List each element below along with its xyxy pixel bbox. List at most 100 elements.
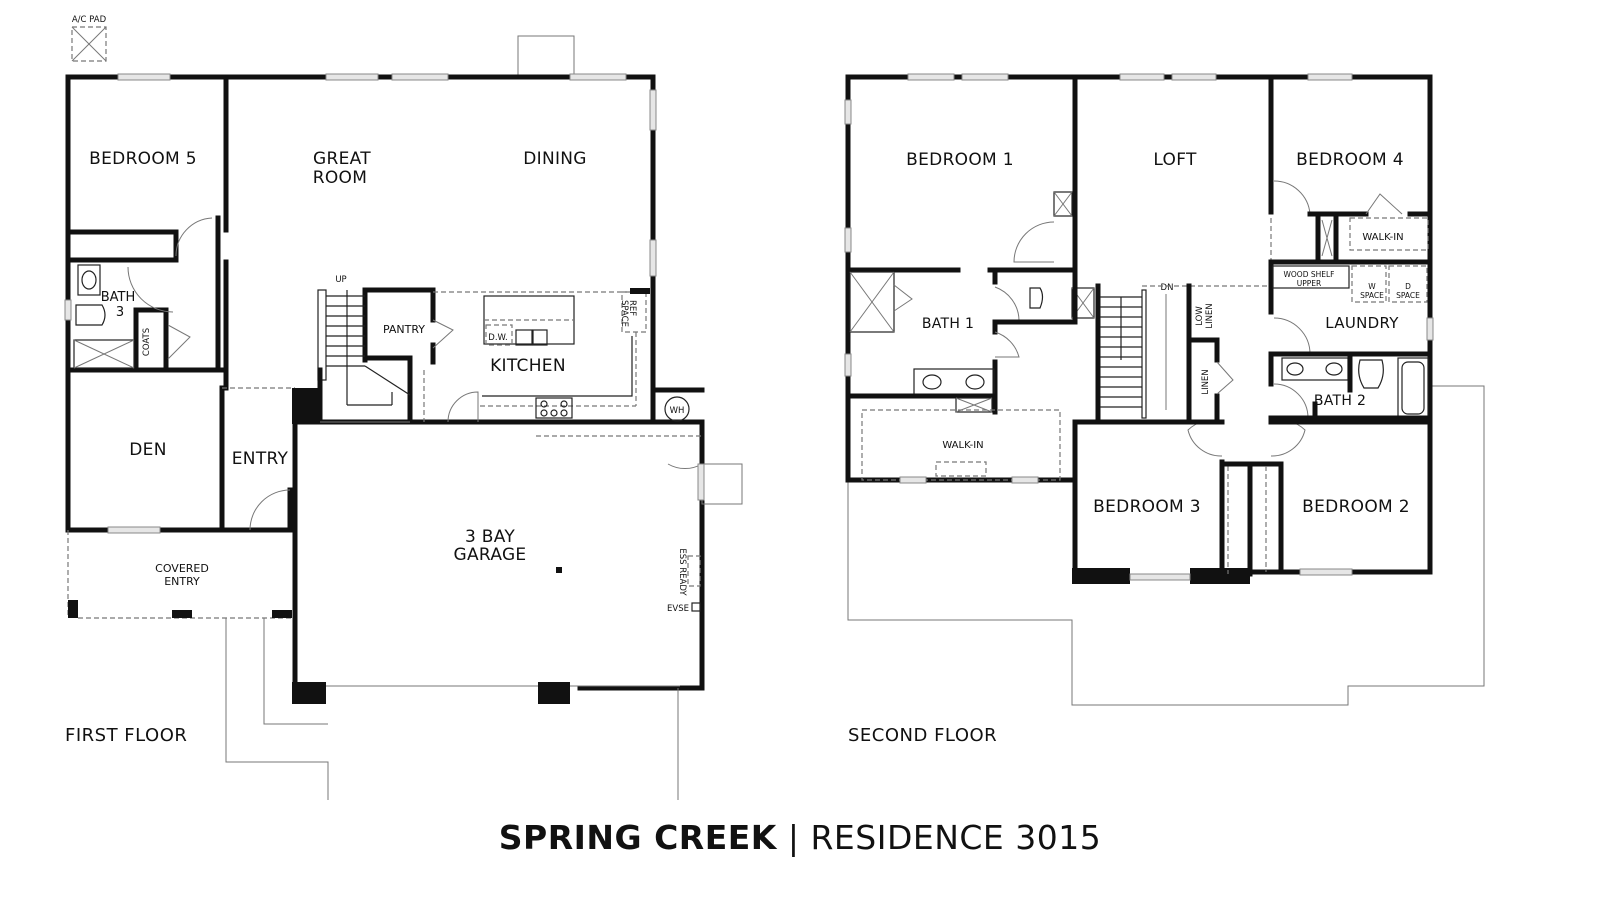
covered-entry-label-line1: COVERED	[155, 562, 209, 575]
bedroom-1-label: BEDROOM 1	[906, 150, 1014, 170]
first-floor-plan: A/C PAD COATS	[64, 15, 743, 800]
water-heater-icon	[664, 396, 690, 422]
ref-space-label-line1: REF	[627, 300, 637, 316]
d-space-label-line1: D	[1405, 282, 1411, 291]
ref-space-label-line2: SPACE	[619, 300, 629, 327]
window	[1129, 573, 1191, 581]
bath-3-label-line2: 3	[116, 305, 124, 320]
w-space-label-line2: SPACE	[1360, 291, 1384, 300]
ess-ready-label: ESS READY	[677, 548, 687, 596]
garage-label-line1: 3 BAY	[465, 527, 515, 547]
residence-name: RESIDENCE 3015	[810, 818, 1102, 857]
low-linen-label-line1: LOW	[1195, 306, 1205, 326]
window	[1171, 73, 1217, 81]
kitchen-label: KITCHEN	[490, 356, 566, 376]
window	[391, 73, 449, 81]
bedroom-4-label: BEDROOM 4	[1296, 150, 1404, 170]
toilet-icon	[75, 304, 106, 326]
evse-icon	[691, 602, 701, 612]
sink-icon	[515, 329, 533, 346]
den-label: DEN	[129, 440, 166, 460]
water-heater-label: WH	[670, 406, 685, 416]
window	[961, 73, 1009, 81]
window	[1119, 73, 1165, 81]
bath-3-label-line1: BATH	[101, 290, 136, 305]
door-swing	[127, 266, 174, 313]
w-space-label-line1: W	[1368, 282, 1376, 291]
title-separator: |	[787, 818, 800, 857]
dryer-space	[1388, 265, 1428, 303]
window	[117, 73, 171, 81]
bath-1-label: BATH 1	[922, 316, 974, 332]
ac-pad-label: A/C PAD	[72, 15, 107, 25]
laundry-label: LAUNDRY	[1325, 314, 1399, 332]
window	[325, 73, 379, 81]
stairs-up-label: UP	[335, 275, 346, 285]
pantry-label: PANTRY	[383, 323, 425, 336]
window	[844, 99, 852, 125]
shower-icon	[73, 339, 135, 369]
column-marker	[556, 567, 562, 573]
dishwasher	[485, 324, 513, 346]
window	[1307, 73, 1353, 81]
plan-title: SPRING CREEK | RESIDENCE 3015	[0, 818, 1600, 857]
window	[1299, 568, 1353, 576]
first-floor-label: FIRST FLOOR	[65, 725, 187, 746]
stairs-up	[326, 290, 411, 406]
second-floor-plan: DN LOW LINEN LINEN	[844, 73, 1485, 746]
stairs-down-label: DN	[1161, 283, 1174, 293]
bedroom-4-door	[1273, 180, 1311, 215]
loft-label: LOFT	[1153, 150, 1197, 170]
ac-pad-icon	[71, 26, 107, 62]
washer-space	[1351, 265, 1387, 303]
evse-label: EVSE	[667, 604, 689, 614]
wood-shelf-label-line1: WOOD SHELF	[1283, 270, 1334, 279]
window	[907, 73, 955, 81]
pantry-door	[432, 319, 454, 349]
great-room-label-line2: ROOM	[313, 168, 367, 188]
bedroom-4-walk-in-label: WALK-IN	[1362, 232, 1403, 243]
covered-entry-label-line2: ENTRY	[164, 575, 200, 588]
wood-shelf-label-line2: UPPER	[1297, 279, 1322, 288]
kitchen-garage-door	[447, 391, 479, 423]
window	[649, 89, 657, 131]
great-room-label-line1: GREAT	[313, 149, 371, 169]
garage-side-door	[667, 463, 703, 470]
bedroom-5-label: BEDROOM 5	[89, 149, 197, 169]
linen-label: LINEN	[1201, 369, 1211, 394]
entry-label: ENTRY	[232, 449, 289, 469]
window	[899, 476, 927, 484]
garage-label-line2: GARAGE	[454, 545, 527, 565]
door-swing	[175, 217, 213, 257]
d-space-label-line2: SPACE	[1396, 291, 1420, 300]
entry-door	[249, 489, 291, 531]
window	[844, 227, 852, 253]
coats-door	[167, 324, 191, 360]
window	[569, 73, 627, 81]
window	[844, 353, 852, 377]
low-linen-label-line2: LINEN	[1205, 303, 1215, 328]
window	[64, 299, 72, 321]
cooktop-icon	[535, 397, 573, 419]
window	[1426, 317, 1434, 341]
toilet-icon	[1029, 287, 1044, 309]
stairs-down	[1100, 296, 1142, 408]
primary-walk-in-label: WALK-IN	[942, 440, 983, 451]
coats-label: COATS	[142, 328, 152, 356]
double-vanity	[913, 368, 995, 396]
community-name: SPRING CREEK	[498, 818, 777, 857]
dining-label: DINING	[523, 149, 587, 169]
window	[1011, 476, 1039, 484]
bath-2-label: BATH 2	[1314, 393, 1366, 409]
window	[107, 526, 161, 534]
window	[649, 239, 657, 277]
dishwasher-label: D.W.	[488, 333, 507, 343]
closet-box	[1053, 191, 1073, 217]
bedroom-3-label: BEDROOM 3	[1093, 497, 1201, 517]
second-floor-label: SECOND FLOOR	[848, 725, 997, 746]
shower-icon	[849, 271, 895, 333]
bedroom-2-label: BEDROOM 2	[1302, 497, 1410, 517]
bedroom-1-door	[1013, 221, 1055, 263]
toilet-icon	[1358, 359, 1384, 389]
